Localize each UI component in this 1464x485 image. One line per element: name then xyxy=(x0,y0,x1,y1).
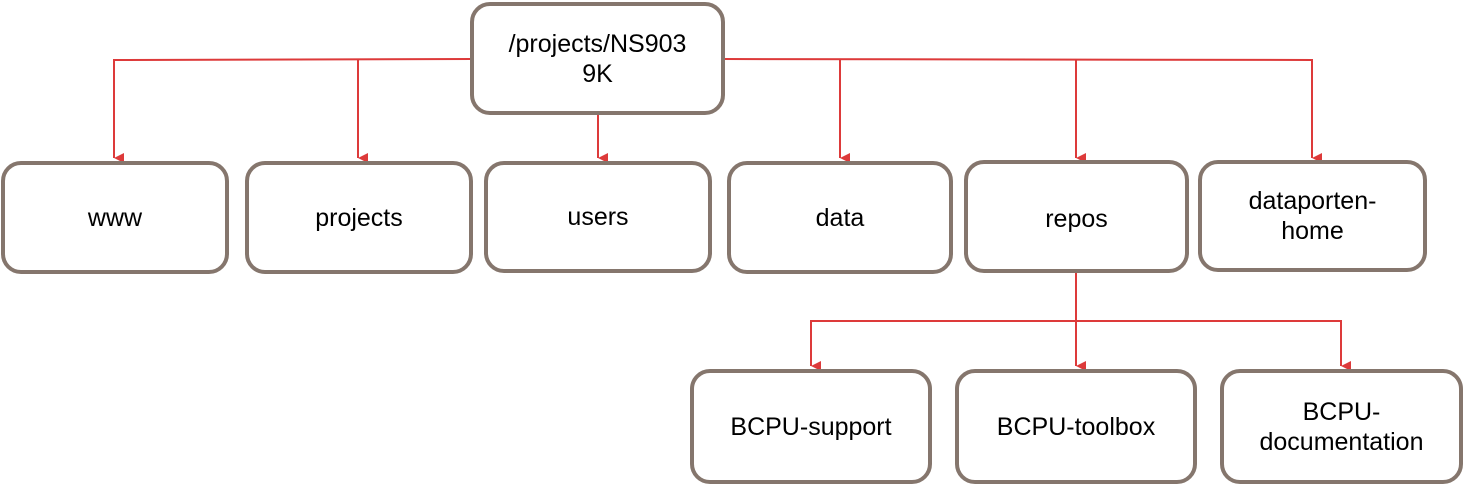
repos-connectors xyxy=(810,272,1351,371)
link-root-www xyxy=(113,58,473,163)
node-bcpu-toolbox: BCPU-toolbox xyxy=(955,369,1197,484)
node-root: /projects/NS903 9K xyxy=(470,2,725,115)
node-projects: projects xyxy=(245,161,473,274)
node-www: www xyxy=(1,161,229,274)
node-bcpu-support: BCPU-support xyxy=(690,369,932,484)
link-root-data xyxy=(721,58,1322,163)
node-repos: repos xyxy=(964,160,1189,273)
link-repos-documentation xyxy=(1076,320,1351,371)
node-dataporten-home: dataporten- home xyxy=(1198,160,1427,272)
root-connectors xyxy=(113,58,1322,163)
node-users: users xyxy=(484,161,712,273)
node-data: data xyxy=(727,161,953,274)
link-repos-support xyxy=(810,320,1076,371)
node-bcpu-documentation: BCPU- documentation xyxy=(1220,369,1463,484)
